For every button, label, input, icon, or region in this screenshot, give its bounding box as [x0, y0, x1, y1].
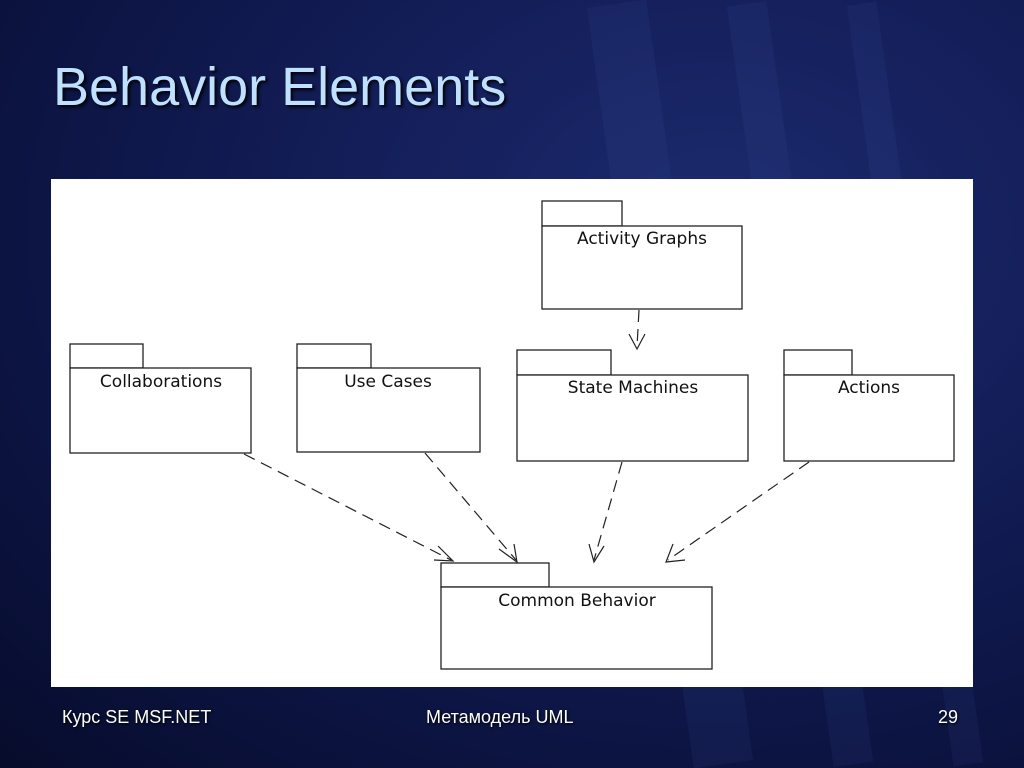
dependency-arrow-usecases-to-common	[424, 452, 518, 564]
package-use-cases: Use Cases	[296, 343, 481, 453]
package-label: Collaborations	[100, 372, 222, 392]
package-body	[541, 225, 743, 310]
slide-title: Behavior Elements	[53, 57, 507, 117]
footer-topic: Метамодель UML	[426, 707, 574, 727]
package-tab	[69, 343, 144, 369]
package-body	[783, 374, 955, 462]
package-actions: Actions	[783, 349, 955, 462]
package-activity-graphs: Activity Graphs	[541, 200, 743, 310]
package-tab	[516, 349, 612, 376]
dependency-arrow-collaborations-to-common	[243, 453, 455, 562]
package-tab	[440, 562, 550, 588]
footer-course: Курс SE MSF.NET	[62, 707, 212, 727]
package-collaborations: Collaborations	[69, 343, 252, 454]
package-body	[69, 367, 252, 454]
package-label: Common Behavior	[498, 591, 655, 611]
package-common-behavior: Common Behavior	[440, 562, 713, 670]
package-body	[296, 367, 481, 453]
package-label: State Machines	[568, 378, 699, 398]
package-tab	[541, 200, 623, 227]
uml-package-diagram: .box { fill: #fff; stroke: #222; stroke-…	[51, 179, 973, 687]
package-tab	[296, 343, 372, 369]
dependency-arrow-activity-to-state	[628, 309, 646, 351]
dependency-arrow-actions-to-common	[665, 461, 810, 563]
dependency-arrow-statemachines-to-common	[588, 461, 623, 564]
package-state-machines: State Machines	[516, 349, 749, 462]
package-label: Actions	[838, 378, 900, 398]
package-tab	[783, 349, 853, 376]
package-label: Activity Graphs	[577, 229, 707, 249]
footer-page-number: 29	[938, 707, 959, 727]
package-body	[516, 374, 749, 462]
diagram-svg: .box { fill: #fff; stroke: #222; stroke-…	[69, 200, 955, 670]
package-label: Use Cases	[344, 372, 432, 392]
package-body	[440, 586, 713, 670]
